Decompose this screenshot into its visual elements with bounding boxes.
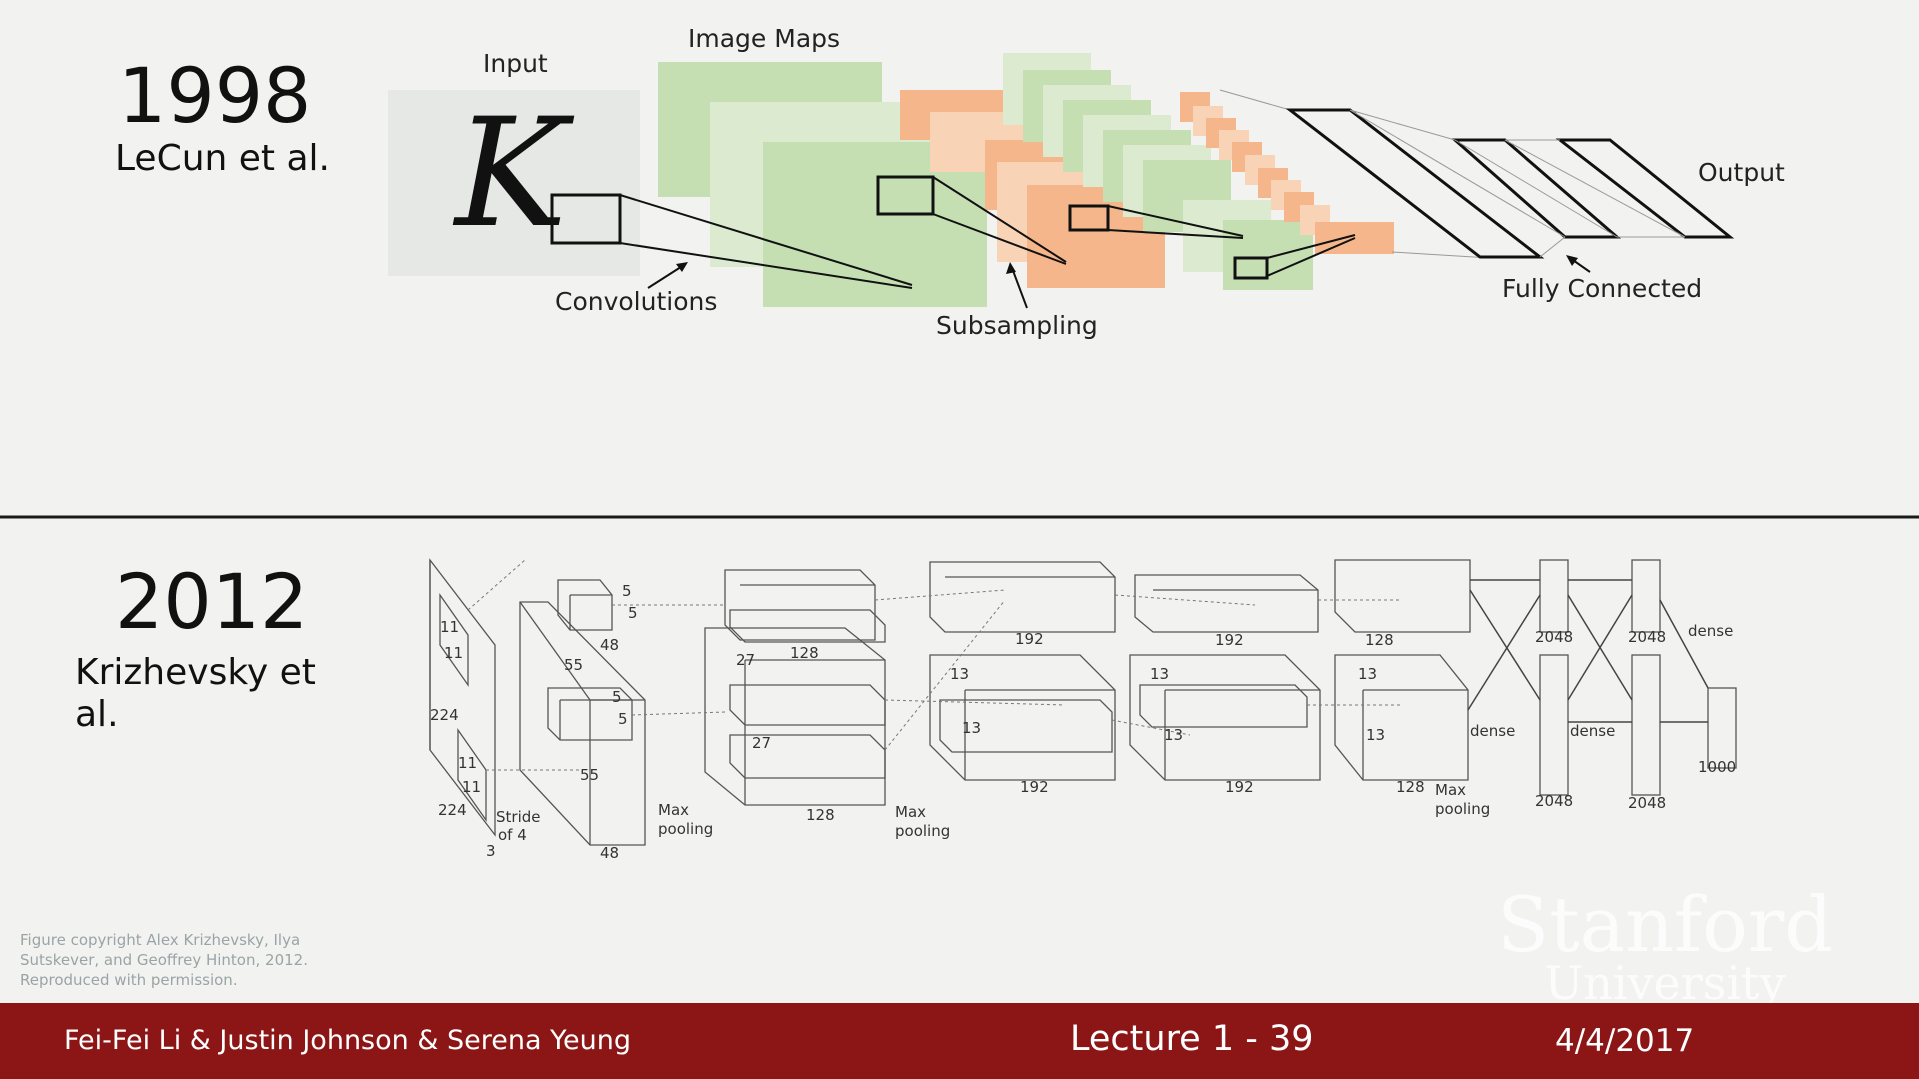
lenet-year: 1998 [118,51,311,140]
label-55-b: 55 [580,766,599,784]
input-glyph: K [452,87,575,261]
maxpool-3-line2: pooling [1435,800,1490,818]
label-13-b: 13 [962,719,981,737]
label-128-a: 128 [790,644,819,662]
footer-date: 4/4/2017 [1555,1023,1695,1059]
label-5-b: 5 [628,604,638,622]
label-224-a: 224 [430,706,459,724]
label-192-c: 192 [1215,631,1244,649]
label-192-d: 192 [1225,778,1254,796]
label-3: 3 [486,842,496,860]
label-224-b: 224 [438,801,467,819]
dense-connections [1467,579,1709,723]
alexnet-year: 2012 [115,557,308,646]
sub-line-a [932,176,1067,263]
maxpool-2-line2: pooling [895,822,950,840]
label-192-a: 192 [1015,630,1044,648]
label-55-a: 55 [564,656,583,674]
stride-line1: Stride [496,808,541,826]
alexnet-authors-line1: Krizhevsky et [75,652,316,693]
label-13-f: 13 [1366,726,1385,744]
label-5-c: 5 [612,688,622,706]
conv2-stack [1003,53,1313,290]
subsample2-stack [1180,92,1394,254]
label-11-d: 11 [462,778,481,796]
maxpool-3-line1: Max [1435,781,1466,799]
label-48-a: 48 [600,636,619,654]
label-1000: 1000 [1698,758,1736,776]
label-11-a: 11 [440,618,459,636]
maxpool-1-line1: Max [658,801,689,819]
label-5-d: 5 [618,710,628,728]
stanford-logo: Stanford University [1485,880,1845,1010]
input-label: Input [483,49,548,78]
label-128-d: 128 [1396,778,1425,796]
maxpool-1-line2: pooling [658,820,713,838]
dense-label-1: dense [1470,722,1515,740]
orange-receptive-field [1068,204,1110,232]
alexnet-diagram: 2012 Krizhevsky et al. [75,557,1737,862]
alexnet-connections [467,559,1400,771]
footer-bar: Fei-Fei Li & Justin Johnson & Serena Yeu… [0,1003,1919,1079]
image-maps-label: Image Maps [688,24,840,53]
stride-line2: of 4 [498,826,527,844]
map-receptive-field [876,175,935,216]
maxpool-2-line1: Max [895,803,926,821]
lenet-diagram: 1998 LeCun et al. K Input Image Maps [115,24,1785,340]
dense-label-2: dense [1570,722,1615,740]
output-label: Output [1698,158,1785,187]
figure-copyright: Figure copyright Alex Krizhevsky, Ilya S… [20,931,308,989]
label-2048-c: 2048 [1628,628,1666,646]
dense-label-3: dense [1688,622,1733,640]
input-image [388,90,640,276]
label-5-a: 5 [622,582,632,600]
convolutions-label: Convolutions [555,287,717,316]
conv-line-b [619,242,913,289]
logo-line2: University [1544,956,1786,1010]
label-192-b: 192 [1020,778,1049,796]
sub-line-b [932,213,1067,265]
lenet-authors: LeCun et al. [115,138,330,179]
conv2-receptive-field [1233,256,1269,280]
fully-connected-label: Fully Connected [1502,274,1702,303]
label-2048-b: 2048 [1535,792,1573,810]
alexnet-authors-line2: al. [75,694,119,735]
label-27-a: 27 [736,651,755,669]
label-11-b: 11 [444,644,463,662]
subsampling-label: Subsampling [936,311,1098,340]
alexnet-annotations: 224 224 3 11 11 11 11 Stride of 4 55 55 … [430,582,1736,862]
label-13-c: 13 [1150,665,1169,683]
conv-line-a [619,194,913,286]
fully-connected-layers [1219,89,1735,259]
label-11-c: 11 [458,754,477,772]
label-27-b: 27 [752,734,771,752]
label-48-b: 48 [600,844,619,862]
label-2048-a: 2048 [1535,628,1573,646]
footer-names: Fei-Fei Li & Justin Johnson & Serena Yeu… [64,1025,631,1056]
label-13-a: 13 [950,665,969,683]
label-128-c: 128 [1365,631,1394,649]
input-receptive-field [550,193,622,245]
alexnet-boxes [429,558,1737,846]
label-128-b: 128 [806,806,835,824]
footer-lecture: Lecture 1 - 39 [1070,1019,1314,1059]
label-13-d: 13 [1164,726,1183,744]
label-13-e: 13 [1358,665,1377,683]
label-2048-d: 2048 [1628,794,1666,812]
logo-line1: Stanford [1497,880,1833,969]
